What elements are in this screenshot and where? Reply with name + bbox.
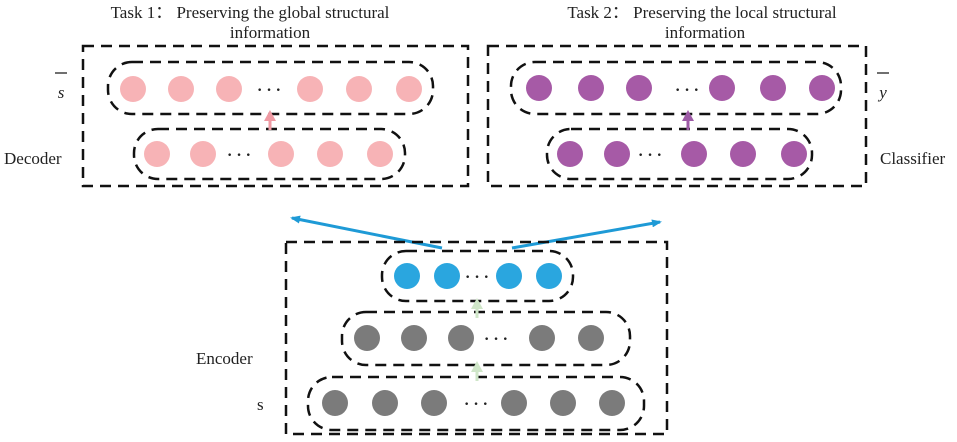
classifier-hidden-node xyxy=(681,141,707,167)
arrow-to-task1 xyxy=(290,215,443,250)
classifier-output-node xyxy=(809,75,835,101)
classifier-hidden-nodes xyxy=(557,141,807,167)
classifier-hidden-node xyxy=(557,141,583,167)
s-bar-label: s xyxy=(58,83,65,102)
embedding-node xyxy=(496,263,522,289)
task1-panel xyxy=(81,44,470,188)
decoder-hidden-node xyxy=(190,141,216,167)
encoder-hidden-node xyxy=(529,325,555,351)
classifier-hidden-node xyxy=(730,141,756,167)
s-input-label: s xyxy=(257,395,264,414)
encoder-input-node xyxy=(501,390,527,416)
classifier-output-ellipsis: ··· xyxy=(674,77,702,102)
decoder-output-node xyxy=(216,76,242,102)
encoder-input-node xyxy=(372,390,398,416)
decoder-label: Decoder xyxy=(4,149,62,168)
decoder-hidden-nodes xyxy=(144,141,393,167)
decoder-output-node xyxy=(168,76,194,102)
classifier-label: Classifier xyxy=(880,149,945,168)
encoder-hidden-node xyxy=(401,325,427,351)
task2-panel xyxy=(486,44,868,188)
decoder-output-node xyxy=(120,76,146,102)
embedding-ellipsis: ··· xyxy=(464,264,492,289)
encoder-hidden-ellipsis: ··· xyxy=(483,326,511,351)
decoder-output-node xyxy=(346,76,372,102)
decoder-output-node xyxy=(297,76,323,102)
arrow-to-task2 xyxy=(511,219,662,250)
y-bar-label: y xyxy=(877,83,887,102)
encoder-input-node xyxy=(421,390,447,416)
encoder-hidden-node xyxy=(448,325,474,351)
embedding-node xyxy=(434,263,460,289)
decoder-output-node xyxy=(396,76,422,102)
encoder-panel xyxy=(284,240,669,436)
classifier-output-nodes xyxy=(526,75,835,101)
classifier-output-node xyxy=(760,75,786,101)
encoder-hidden-layer xyxy=(340,310,632,367)
encoder-hidden-node xyxy=(354,325,380,351)
classifier-output-node xyxy=(578,75,604,101)
decoder-output-nodes xyxy=(120,76,422,102)
decoder-output-ellipsis: ··· xyxy=(256,77,284,102)
encoder-input-node xyxy=(550,390,576,416)
classifier-hidden-ellipsis: ··· xyxy=(637,142,665,167)
classifier-hidden-node xyxy=(604,141,630,167)
encoder-input-ellipsis: ··· xyxy=(463,391,491,416)
task1-title-line1: Task 1： Preserving the global structural xyxy=(111,3,390,22)
encoder-hidden-node xyxy=(578,325,604,351)
classifier-hidden-layer xyxy=(545,127,814,181)
encoder-hidden-nodes xyxy=(354,325,604,351)
embedding-node xyxy=(394,263,420,289)
decoder-hidden-node xyxy=(317,141,343,167)
classifier-output-node xyxy=(709,75,735,101)
classifier-arrow xyxy=(682,110,694,130)
classifier-hidden-node xyxy=(781,141,807,167)
encoder-arrow-upper xyxy=(471,298,483,318)
embedding-nodes xyxy=(394,263,562,289)
decoder-hidden-node xyxy=(144,141,170,167)
decoder-hidden-node xyxy=(268,141,294,167)
classifier-output-node xyxy=(626,75,652,101)
decoder-hidden-ellipsis: ··· xyxy=(226,142,254,167)
embedding-node xyxy=(536,263,562,289)
classifier-output-node xyxy=(526,75,552,101)
encoder-input-nodes xyxy=(322,390,625,416)
encoder-input-node xyxy=(322,390,348,416)
task2-title-line1: Task 2： Preserving the local structural xyxy=(567,3,837,22)
decoder-hidden-node xyxy=(367,141,393,167)
encoder-arrow-lower xyxy=(471,361,483,381)
encoder-input-node xyxy=(599,390,625,416)
encoder-label: Encoder xyxy=(196,349,253,368)
decoder-arrow xyxy=(264,110,276,130)
task1-title-line2: information xyxy=(230,23,311,42)
task2-title-line2: information xyxy=(665,23,746,42)
